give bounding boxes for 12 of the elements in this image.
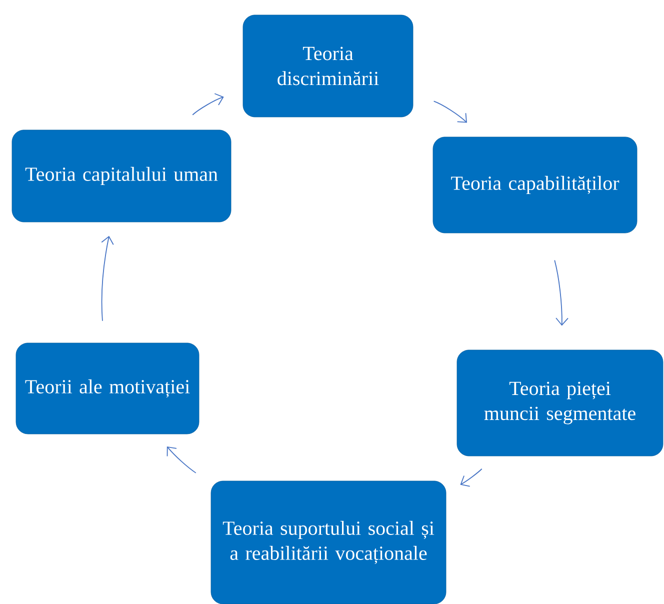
- arrow: [101, 236, 114, 322]
- arrow: [554, 260, 568, 326]
- process-box: Teorii ale motivației: [16, 342, 200, 434]
- process-box: Teoria pieței muncii segmentate: [456, 350, 664, 456]
- arrow: [460, 468, 482, 487]
- process-box: Teoria capitalului uman: [12, 130, 232, 222]
- process-box: Teoria discriminării: [242, 14, 414, 118]
- arrow: [166, 446, 196, 474]
- process-box: Teoria suportului social și a reabilitării vocaționale: [210, 480, 446, 604]
- arrow: [433, 100, 467, 123]
- process-box: Teoria capabilităților: [432, 136, 638, 234]
- arrow: [192, 93, 224, 116]
